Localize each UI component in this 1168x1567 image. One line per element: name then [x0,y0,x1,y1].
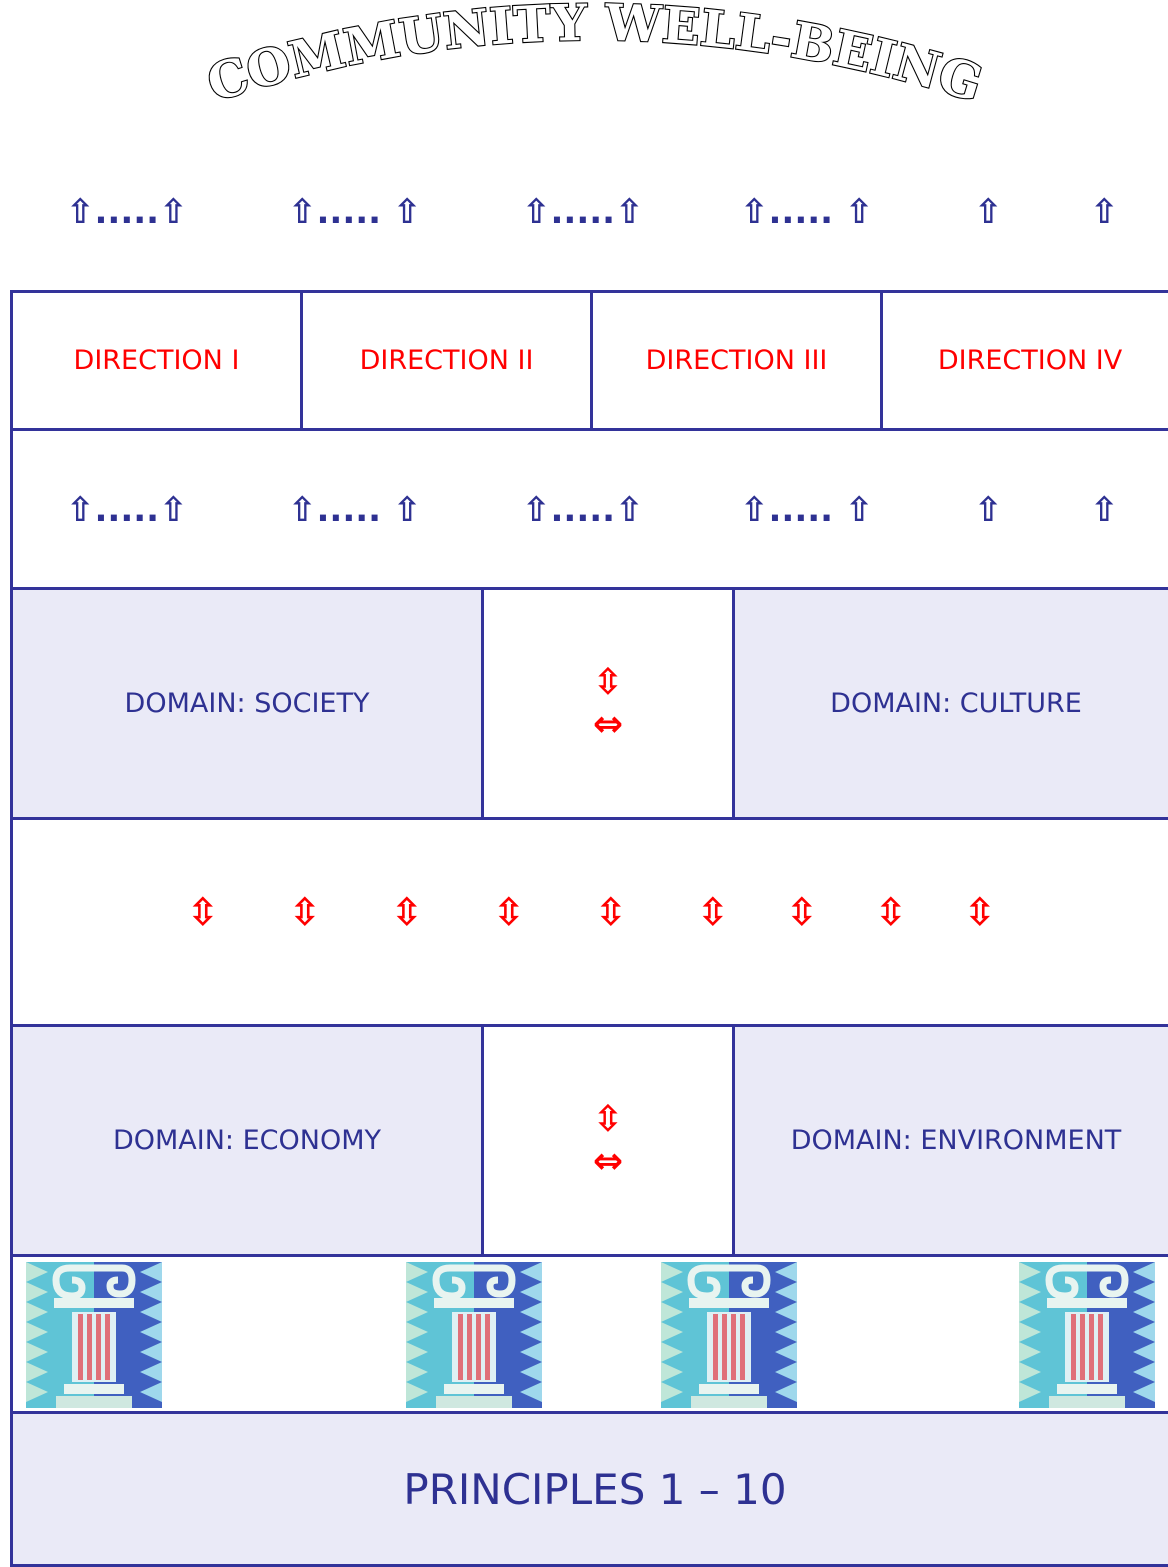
vertical-arrow-icon: ⇳ [592,1098,624,1140]
vertical-arrow-icon: ⇳ [187,890,219,934]
connector-cell: ⇳ ⇔ [481,1024,735,1257]
arrow-group: ⇧.....⇧ [66,490,188,530]
connector-cell: ⇳ ⇔ [481,587,735,820]
arrow-group: ⇧.....⇧ [522,192,644,232]
domain-label: DOMAIN: CULTURE [830,688,1082,719]
vertical-arrow-icon: ⇳ [875,890,907,934]
arrow-group: ⇧ [974,490,1003,530]
direction-label: DIRECTION IV [937,345,1123,376]
vertical-arrow-icon: ⇳ [289,890,321,934]
arrow-group: ⇧..... ⇧ [288,490,422,530]
ionic-column-icon [406,1262,542,1408]
title-arc: COMMUNITY WELL-BEING [199,0,990,114]
ionic-column-icon [26,1262,162,1408]
arrow-group: ⇧..... ⇧ [288,192,422,232]
domain-environment-cell: DOMAIN: ENVIRONMENT [732,1024,1168,1257]
ionic-column-icon [661,1262,797,1408]
pillars-row [10,1254,1168,1414]
arrow-group: ⇧ [974,192,1003,232]
arrow-group: ⇧.....⇧ [522,490,644,530]
domain-label: DOMAIN: SOCIETY [124,688,370,719]
vertical-arrow-icon: ⇳ [786,890,818,934]
ionic-column-icon [1019,1262,1155,1408]
arrow-group: ⇧..... ⇧ [740,192,874,232]
vertical-arrow-icon: ⇳ [391,890,423,934]
connector-arrows: ⇳ ⇔ [593,1099,623,1183]
page-title: COMMUNITY WELL-BEING [200,0,989,113]
vertical-arrow-icon: ⇳ [697,890,729,934]
direction-label: DIRECTION I [73,345,240,376]
principles-label: PRINCIPLES 1 – 10 [403,1464,787,1514]
vertical-arrow-icon: ⇳ [964,890,996,934]
domain-culture-cell: DOMAIN: CULTURE [732,587,1168,820]
vertical-arrow-icon: ⇳ [493,890,525,934]
vertical-arrow-icon: ⇳ [595,890,627,934]
top-arrow-row: ⇧.....⇧ ⇧..... ⇧ ⇧.....⇧ ⇧..... ⇧ ⇧ ⇧ [0,182,1168,242]
arrow-group: ⇧.....⇧ [66,192,188,232]
domain-label: DOMAIN: ENVIRONMENT [790,1125,1122,1156]
domain-economy-cell: DOMAIN: ECONOMY [10,1024,484,1257]
direction-cell: DIRECTION III [590,290,883,431]
vertical-arrow-icon: ⇳ [592,661,624,703]
direction-cell: DIRECTION II [300,290,593,431]
direction-label: DIRECTION II [359,345,534,376]
arrow-group: ⇧ [1090,490,1119,530]
horizontal-arrow-icon: ⇔ [592,703,624,745]
horizontal-arrow-icon: ⇔ [592,1140,624,1182]
domain-label: DOMAIN: ECONOMY [112,1125,382,1156]
arrow-group: ⇧ [1090,192,1119,232]
domain-society-cell: DOMAIN: SOCIETY [10,587,484,820]
inner-arrow-row: ⇧.....⇧ ⇧..... ⇧ ⇧.....⇧ ⇧..... ⇧ ⇧ ⇧ [0,480,1168,540]
vertical-arrows-row: ⇳ ⇳ ⇳ ⇳ ⇳ ⇳ ⇳ ⇳ ⇳ [10,890,1168,940]
connector-arrows: ⇳ ⇔ [593,662,623,746]
direction-cell: DIRECTION IV [880,290,1168,431]
arrow-group: ⇧..... ⇧ [740,490,874,530]
framework-table: DIRECTION I DIRECTION II DIRECTION III D… [10,290,1168,1567]
direction-label: DIRECTION III [645,345,828,376]
principles-cell: PRINCIPLES 1 – 10 [10,1411,1168,1567]
direction-cell: DIRECTION I [10,290,303,431]
